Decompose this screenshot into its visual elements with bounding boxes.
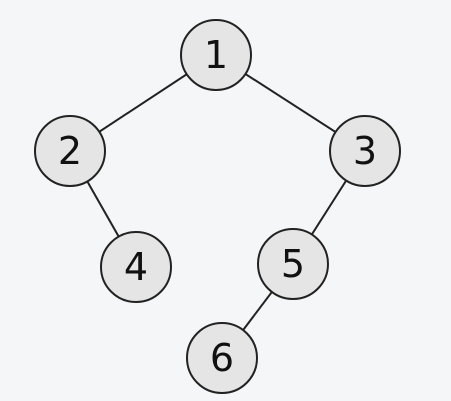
node-6-label: 6 (210, 336, 234, 380)
node-1-label: 1 (204, 33, 228, 77)
node-4: 4 (100, 231, 172, 303)
node-6: 6 (186, 322, 258, 394)
node-5: 5 (257, 228, 329, 300)
node-2: 2 (34, 115, 106, 187)
node-3-label: 3 (353, 129, 377, 173)
node-1: 1 (180, 19, 252, 91)
tree-edges (69, 54, 366, 359)
node-2-label: 2 (58, 129, 82, 173)
tree-nodes: 1 2 3 4 5 6 (34, 19, 401, 394)
node-4-label: 4 (124, 245, 148, 289)
node-5-label: 5 (281, 242, 305, 286)
node-3: 3 (329, 115, 401, 187)
